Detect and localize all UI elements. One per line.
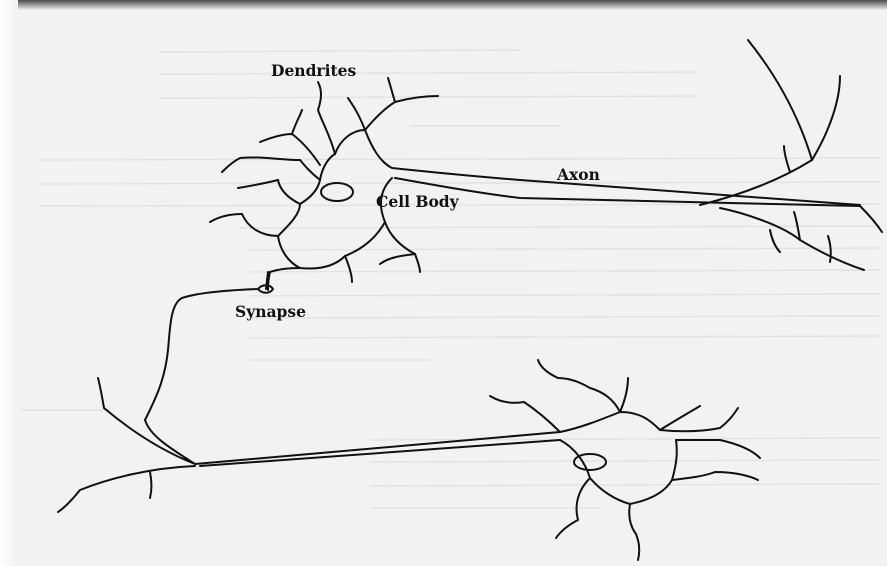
- label-cell-body: Cell Body: [376, 192, 459, 211]
- upper-axon-terminals: [700, 40, 882, 270]
- label-synapse: Synapse: [235, 302, 306, 321]
- upper-synapse-terminal: [145, 272, 273, 420]
- lower-neuron: [58, 360, 760, 560]
- upper-cell-body: [242, 102, 860, 269]
- lower-nucleus: [574, 454, 606, 470]
- upper-nucleus: [321, 183, 353, 201]
- label-dendrites: Dendrites: [271, 61, 356, 80]
- bleed-through-text: [20, 50, 880, 508]
- lower-axon: [58, 378, 560, 512]
- label-axon: Axon: [557, 165, 600, 184]
